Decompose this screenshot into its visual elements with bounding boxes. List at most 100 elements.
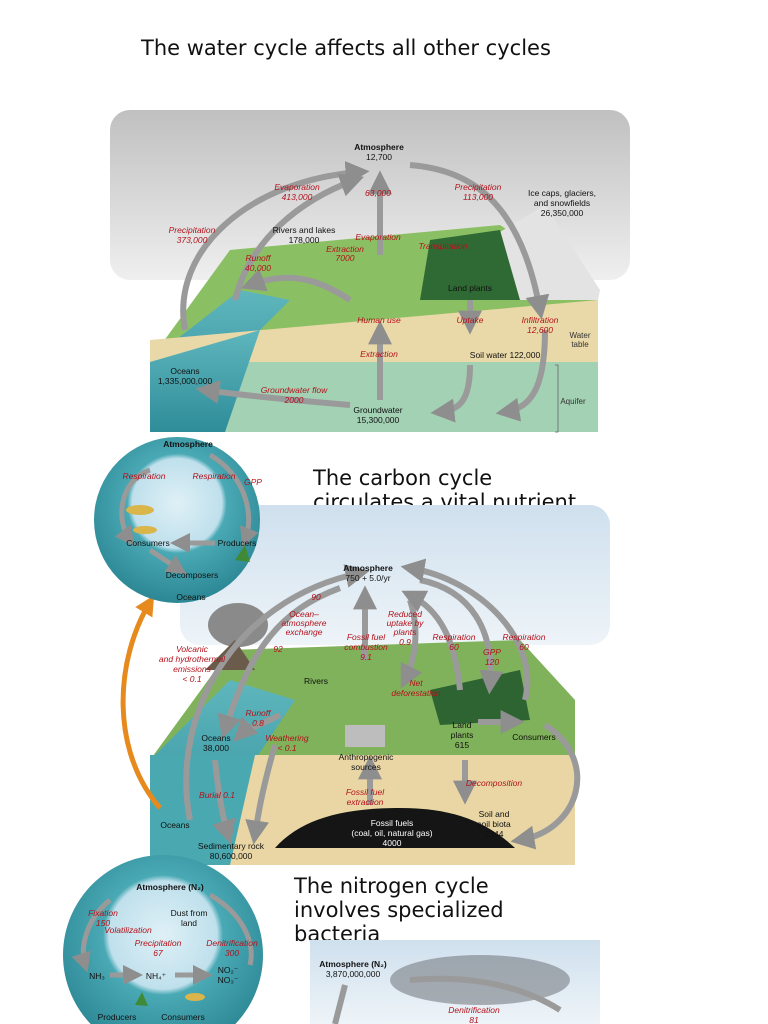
arrow-ocean-exchange-up bbox=[183, 564, 370, 821]
water-transpiration-label: Transpiration bbox=[419, 241, 468, 251]
fish-icon bbox=[126, 505, 154, 515]
volcano-plume bbox=[208, 603, 268, 647]
nitrogen-atmosphere-label: Atmosphere (N₂)3,870,000,000 bbox=[319, 959, 387, 979]
fish-icon bbox=[185, 993, 205, 1001]
carbon-90-label: 90 bbox=[311, 592, 321, 602]
carbon-inset: Atmosphere Respiration Respiration GPP C… bbox=[94, 437, 262, 603]
water-soil-water-label: Soil water 122,000 bbox=[470, 350, 541, 360]
carbon-fossil-fuels-label: Fossil fuels(coal, oil, natural gas)4000 bbox=[351, 818, 432, 848]
factory bbox=[345, 725, 385, 747]
n-inset-nh4-label: NH₄⁺ bbox=[146, 971, 167, 981]
n-inset-nh3-label: NH₃ bbox=[89, 971, 105, 981]
seaweed-icon bbox=[135, 992, 148, 1006]
nitrogen-cycle-heading: The nitrogen cycle involves specialized … bbox=[294, 874, 504, 946]
water-cycle-heading: The water cycle affects all other cycles bbox=[141, 36, 551, 60]
inset-arrow-decomp bbox=[148, 547, 187, 575]
inset-consumers-label: Consumers bbox=[126, 538, 169, 548]
inset-gpp-label: GPP bbox=[244, 477, 262, 487]
water-human-use-label: Human use bbox=[357, 315, 401, 325]
arrow-weathering bbox=[245, 744, 278, 845]
n-inset-producers-label: Producers bbox=[98, 1012, 137, 1022]
n-inset-no-label: NO₂⁻NO₃⁻ bbox=[218, 965, 239, 985]
water-land-plants-label: Land plants bbox=[448, 283, 492, 293]
nitrogen-cycle-block: Atmosphere (N₂)3,870,000,000 Denitrifica… bbox=[310, 940, 600, 1024]
arrow-infiltration bbox=[495, 329, 548, 422]
arrow-precip-ocean bbox=[180, 161, 370, 331]
carbon-cycle-heading: The carbon cycle circulates a vital nutr… bbox=[313, 466, 577, 514]
carbon-sky bbox=[180, 505, 610, 645]
water-aquifer-label: Aquifer bbox=[560, 397, 586, 406]
arrow-respiration-plants bbox=[401, 590, 463, 691]
inset-oceans-label: Oceans bbox=[176, 592, 205, 602]
arrow-denitrification bbox=[409, 975, 562, 1013]
inset-arrow-left bbox=[114, 467, 151, 547]
arrow-fixation bbox=[332, 984, 348, 1024]
water-extraction-label: Extraction bbox=[360, 349, 398, 359]
inset-arrow-fixation bbox=[71, 898, 112, 973]
inset-producers-label: Producers bbox=[218, 538, 257, 548]
carbon-burial-label: Burial 0.1 bbox=[199, 790, 235, 800]
arrow-groundwater-flow bbox=[195, 380, 351, 408]
fish-icon bbox=[133, 526, 157, 534]
seaweed-icon bbox=[235, 545, 250, 562]
inset-atmosphere-label: Atmosphere bbox=[163, 439, 213, 449]
n-inset-atmosphere-label: Atmosphere (N₂) bbox=[136, 882, 204, 892]
fossil-fuel-deposit bbox=[275, 808, 515, 848]
inset-decomposers-label: Decomposers bbox=[166, 570, 218, 580]
arrow-runoff bbox=[233, 712, 282, 742]
arrow-soil-return bbox=[510, 722, 581, 850]
carbon-consumers-label: Consumers bbox=[512, 732, 555, 742]
water-evaporation2-label: Evaporation bbox=[355, 232, 401, 242]
carbon-rivers-label: Rivers bbox=[304, 676, 328, 686]
water-uptake-label: Uptake bbox=[457, 315, 484, 325]
inset-arrow-right bbox=[208, 452, 259, 548]
water-63000-label: 63,000 bbox=[365, 188, 391, 198]
arrow-soil-groundwater bbox=[430, 364, 473, 423]
inset-respiration2-label: Respiration bbox=[193, 471, 236, 481]
arrow-burial bbox=[212, 759, 236, 845]
inset-arrow-denitrification bbox=[208, 892, 254, 966]
carbon-oceans-label: Oceans bbox=[160, 820, 189, 830]
inset-respiration1-label: Respiration bbox=[123, 471, 166, 481]
arrow-ocean-to-inset bbox=[120, 595, 162, 810]
arrow-ocean-exchange-down bbox=[217, 585, 342, 740]
aquifer-bracket bbox=[555, 364, 559, 433]
carbon-92-label: 92 bbox=[273, 644, 283, 654]
n-inset-volatilization-label: Volatilization bbox=[104, 925, 152, 935]
carbon-weathering-label: Weathering< 0.1 bbox=[265, 733, 309, 753]
